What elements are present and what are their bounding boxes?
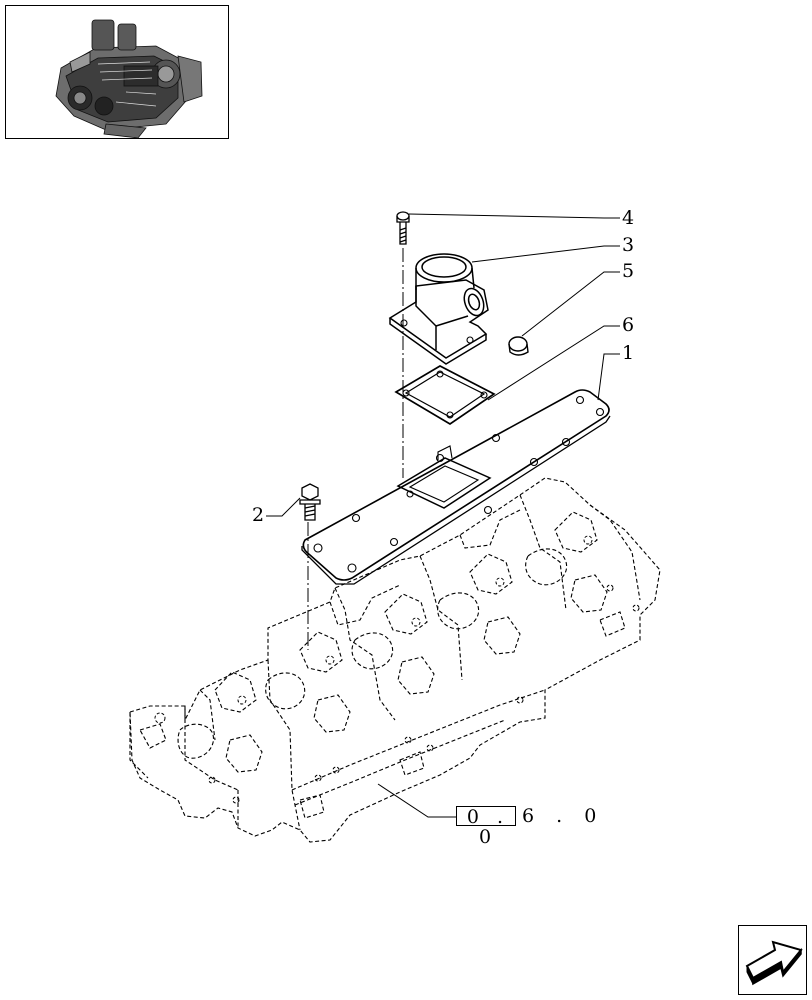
callout-6: 6 — [622, 314, 635, 336]
leader-line-5 — [521, 271, 620, 337]
callout-2: 2 — [252, 504, 265, 526]
screw-part-4 — [396, 211, 410, 245]
reference-suffix: 6 . 0 — [522, 805, 605, 827]
callout-1: 1 — [622, 342, 635, 364]
intake-housing-part-3 — [388, 253, 489, 365]
cylinder-head-drawing — [129, 477, 661, 843]
cylinder-head-holes — [154, 535, 640, 804]
engine-thumbnail — [5, 5, 229, 139]
callout-3: 3 — [622, 234, 635, 256]
leader-line-1 — [597, 353, 620, 401]
callout-4: 4 — [622, 207, 635, 229]
plug-part-5 — [508, 336, 529, 356]
gasket-part-6 — [394, 365, 496, 426]
cover-plate-part-1 — [301, 389, 611, 585]
leader-line-3 — [471, 245, 620, 263]
reference-boxed-number[interactable]: 0 . 0 — [456, 806, 516, 847]
leader-line-reference — [377, 783, 456, 818]
leader-line-6 — [487, 325, 620, 401]
bolt-part-2 — [299, 483, 321, 521]
next-page-arrow-icon — [745, 940, 803, 986]
leader-line-4 — [408, 213, 620, 219]
next-page-button[interactable] — [738, 925, 807, 995]
callout-5: 5 — [622, 260, 635, 282]
leader-line-2 — [266, 497, 301, 517]
engine-thumbnail-icon — [55, 19, 203, 139]
